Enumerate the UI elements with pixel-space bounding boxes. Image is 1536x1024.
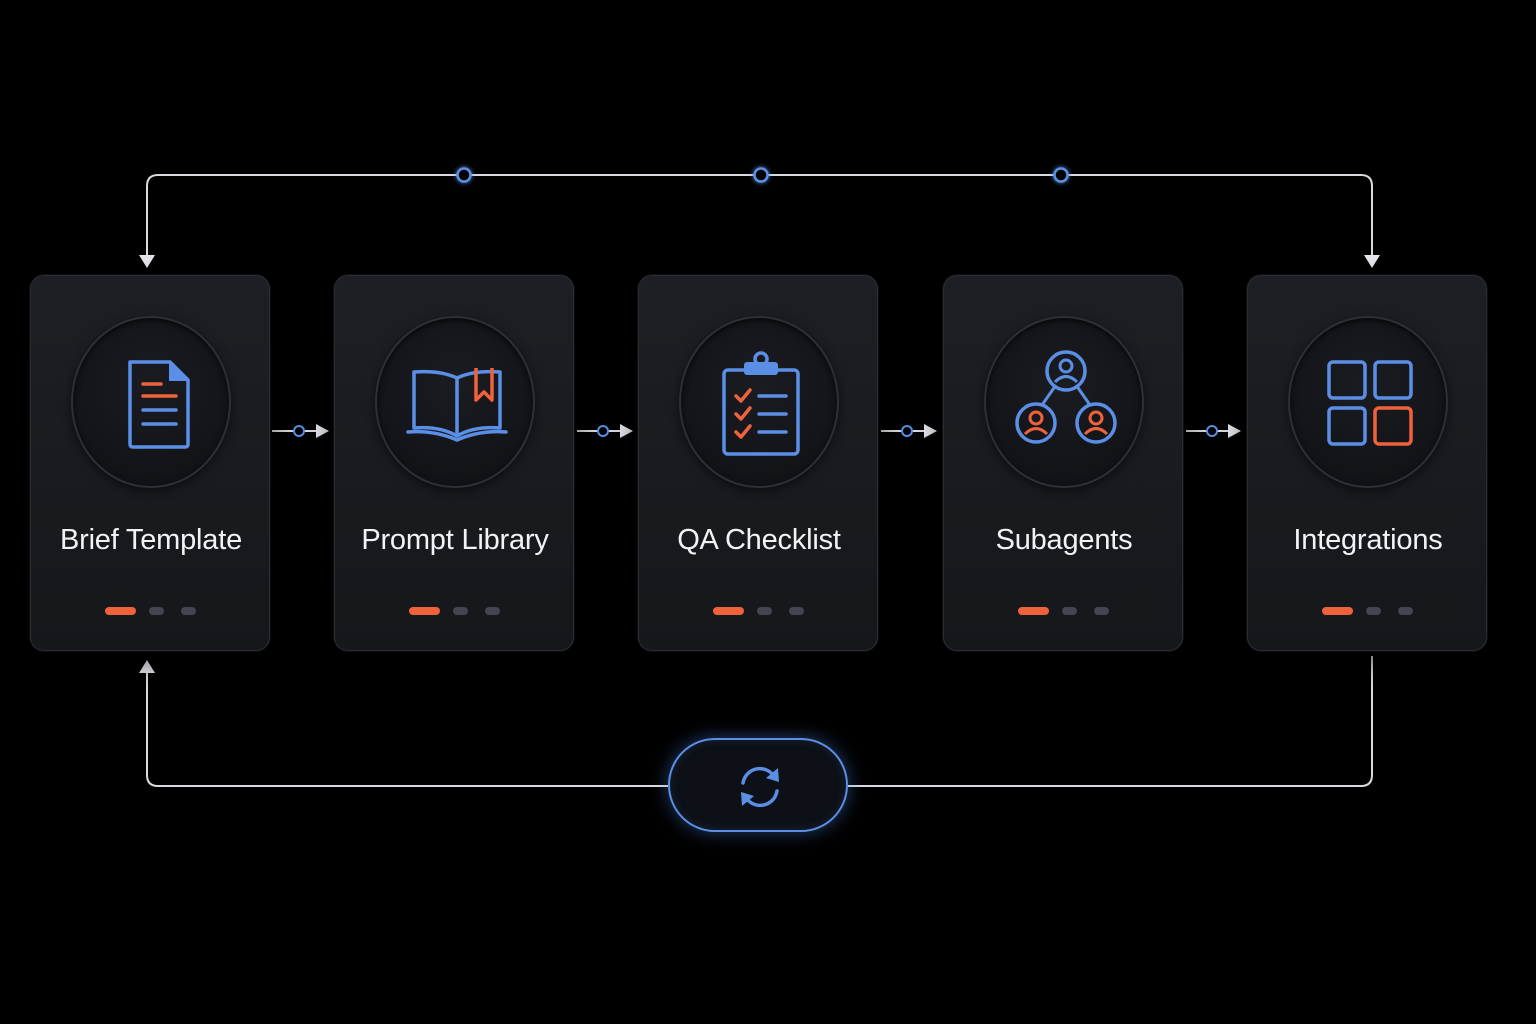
pagination-dots [409, 606, 509, 616]
step-connector-3 [881, 424, 937, 438]
card-integrations[interactable]: Integrations [1247, 275, 1487, 651]
dot [789, 607, 804, 615]
card-brief-template[interactable]: Brief Template [30, 275, 270, 651]
book-icon [406, 368, 508, 442]
refresh-cycle-icon [741, 766, 779, 808]
card-qa-checklist[interactable]: QA Checklist [638, 275, 878, 651]
dot [149, 607, 164, 615]
card-label: QA Checklist [677, 524, 841, 556]
agent-hierarchy-icon [1015, 350, 1117, 444]
step-connector-4 [1186, 424, 1241, 438]
icon-badge [71, 316, 231, 488]
dot [1094, 607, 1109, 615]
dot [485, 607, 500, 615]
document-icon [128, 360, 190, 449]
dot-active [105, 607, 136, 615]
top-connector [139, 167, 1380, 268]
dot [453, 607, 468, 615]
icon-badge [1288, 316, 1448, 488]
top-node-1 [456, 167, 472, 183]
icon-badge [984, 316, 1144, 488]
dot-active [409, 607, 440, 615]
grid-apps-icon [1327, 360, 1413, 446]
dot-active [713, 607, 744, 615]
dot [181, 607, 196, 615]
pagination-dots [1018, 606, 1118, 616]
loop-button[interactable] [668, 738, 848, 832]
clipboard-checklist-icon [722, 351, 800, 456]
top-node-2 [753, 167, 769, 183]
pagination-dots [1322, 606, 1422, 616]
icon-badge [375, 316, 535, 488]
dot [1062, 607, 1077, 615]
dot-active [1018, 607, 1049, 615]
step-connector-1 [272, 424, 329, 438]
card-subagents[interactable]: Subagents [943, 275, 1183, 651]
card-label: Prompt Library [361, 524, 549, 556]
top-node-3 [1053, 167, 1069, 183]
arrow-down-left [139, 255, 155, 268]
card-label: Brief Template [59, 524, 243, 556]
dot-active [1322, 607, 1353, 615]
bottom-loop-connector [139, 656, 1373, 787]
step-connector-2 [577, 424, 633, 438]
dot [757, 607, 772, 615]
pagination-dots [105, 606, 205, 616]
dot [1398, 607, 1413, 615]
card-prompt-library[interactable]: Prompt Library [334, 275, 574, 651]
card-label: Integrations [1293, 524, 1443, 556]
pagination-dots [713, 606, 813, 616]
arrow-up-left [139, 660, 155, 673]
arrow-down-right [1364, 255, 1380, 268]
dot [1366, 607, 1381, 615]
card-label: Subagents [995, 524, 1133, 556]
icon-badge [679, 316, 839, 488]
